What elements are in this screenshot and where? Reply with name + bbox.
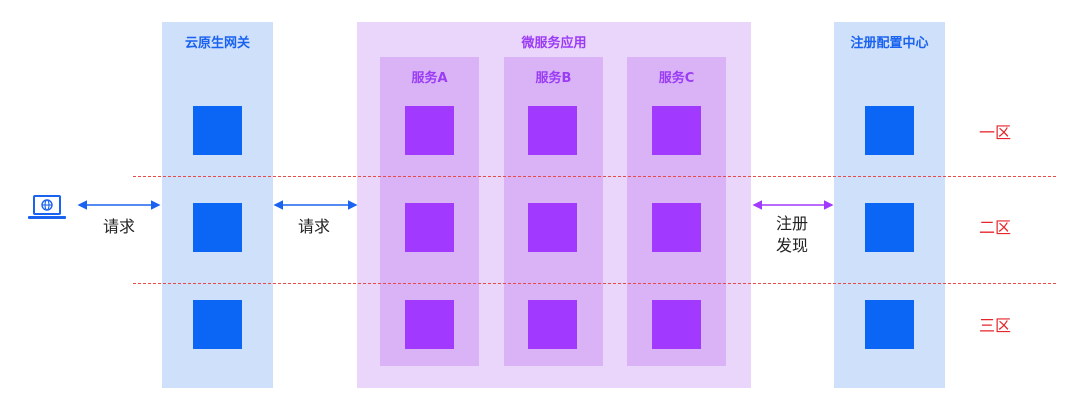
gateway-instance-zone3 bbox=[193, 300, 242, 349]
registry-instance-zone3 bbox=[865, 300, 914, 349]
gateway-instance-zone2 bbox=[193, 203, 242, 252]
service-b-instance-zone1 bbox=[528, 106, 577, 155]
service-c-instance-zone1 bbox=[652, 106, 701, 155]
request-label-1: 请求 bbox=[102, 217, 135, 236]
zone-divider-2 bbox=[133, 283, 1056, 284]
registry-title: 注册配置中心 bbox=[850, 36, 929, 51]
service-a-title: 服务A bbox=[411, 71, 448, 86]
service-a-instance-zone2 bbox=[405, 203, 454, 252]
zone-label-3: 三区 bbox=[979, 316, 1012, 335]
zone-divider-1 bbox=[133, 176, 1056, 177]
discover-label: 发现 bbox=[775, 236, 808, 255]
registry-instance-zone1 bbox=[865, 106, 914, 155]
service-b-instance-zone3 bbox=[528, 300, 577, 349]
service-c-instance-zone3 bbox=[652, 300, 701, 349]
service-a-instance-zone3 bbox=[405, 300, 454, 349]
registry-instance-zone2 bbox=[865, 203, 914, 252]
register-label: 注册 bbox=[775, 214, 808, 233]
service-b-title: 服务B bbox=[535, 71, 572, 86]
service-b-instance-zone2 bbox=[528, 203, 577, 252]
service-c-title: 服务C bbox=[658, 71, 695, 86]
microservices-title: 微服务应用 bbox=[521, 36, 587, 51]
zone-label-1: 一区 bbox=[979, 123, 1012, 142]
gateway-title: 云原生网关 bbox=[184, 36, 250, 51]
gateway-instance-zone1 bbox=[193, 106, 242, 155]
laptop-globe-icon bbox=[25, 193, 71, 225]
service-c-instance-zone2 bbox=[652, 203, 701, 252]
request-label-2: 请求 bbox=[297, 217, 330, 236]
service-a-instance-zone1 bbox=[405, 106, 454, 155]
zone-label-2: 二区 bbox=[979, 218, 1012, 237]
